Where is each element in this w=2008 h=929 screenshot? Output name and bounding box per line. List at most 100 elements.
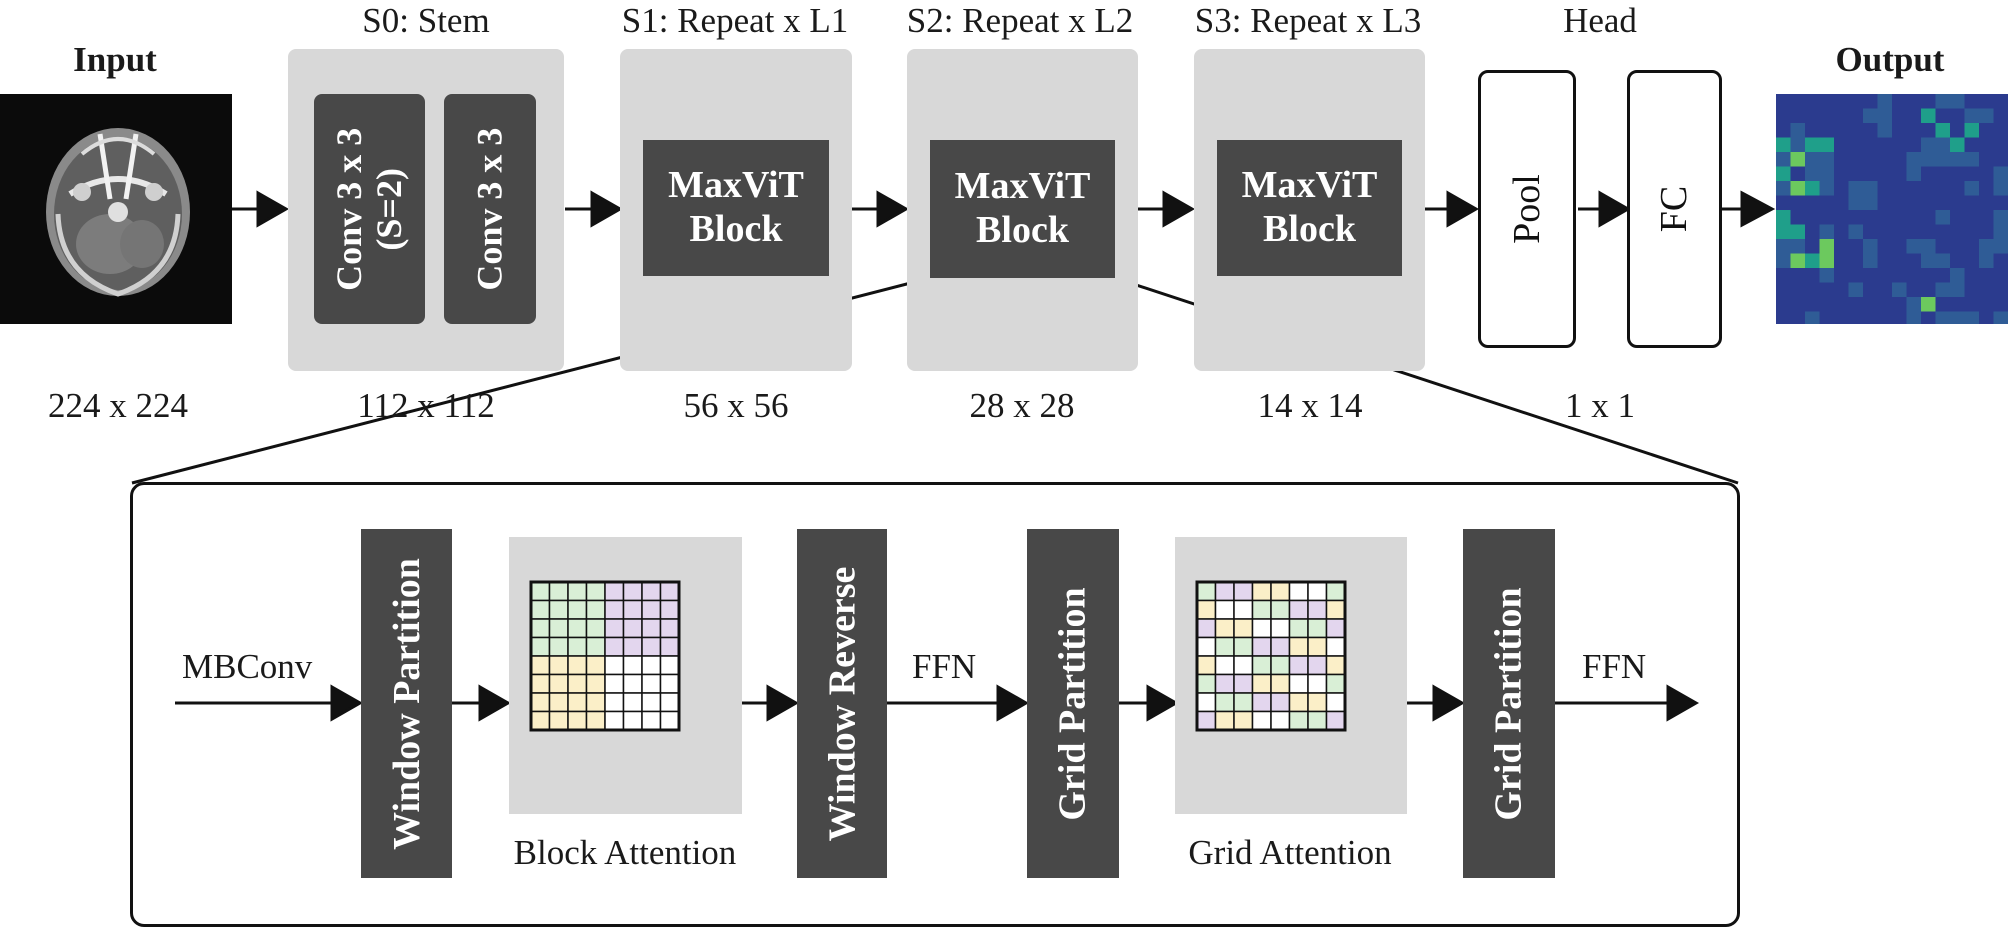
grid-attention-cell [1233,636,1254,657]
heatmap-cell [1790,282,1806,298]
heatmap-cell [1776,210,1791,225]
heatmap-cell [1935,224,1951,240]
heatmap-cell [1964,137,1980,153]
block-attention-cell [659,673,680,694]
grid-attention-cell [1270,710,1291,731]
heatmap-cell [1993,210,2008,225]
s1-block-line2: Block [689,208,783,250]
heatmap-cell [1993,297,2008,312]
heatmap-cell [1950,311,1965,324]
heatmap-cell [1892,224,1907,240]
s3-title: S3: Repeat x L3 [1194,1,1422,40]
heatmap-cell [1790,224,1806,240]
grid-attention-cell [1214,692,1235,713]
heatmap-cell [1993,253,2008,269]
stem-conv1-block: Conv 3 x 3 (S=2) [314,94,425,324]
heatmap-cell [1877,123,1893,138]
output-heatmap [1776,94,2008,324]
heatmap-cell [1805,224,1820,240]
heatmap-cell [1877,152,1893,167]
grid-attention-label: Grid Attention [1188,833,1392,872]
grid-attention-cell [1251,581,1272,602]
heatmap-cell [1776,297,1791,312]
heatmap-cell [1863,297,1878,312]
grid-attention-cell [1233,673,1254,694]
arrow-input-to-stem [256,190,290,228]
block-attention-cell [548,581,569,602]
grid-attention-cell [1214,618,1235,639]
grid-attention-cell [1251,692,1272,713]
block-attention-cell [659,618,680,639]
heatmap-cell [1790,253,1806,269]
heatmap-cell [1776,94,1791,109]
heatmap-cell [1950,181,1965,196]
window-reverse-block: Window Reverse [797,529,887,878]
block-attention-cell [530,655,551,676]
input-ct-scan-image [0,94,232,324]
heatmap-cell [1921,108,1936,124]
heatmap-cell [1790,166,1806,182]
heatmap-cell [1950,224,1965,240]
block-attention-cell [585,710,606,731]
heatmap-cell [1993,94,2008,109]
heatmap-cell [1863,94,1878,109]
heatmap-cell [1805,108,1820,124]
heatmap-cell [1819,210,1835,225]
block-attention-cell [548,618,569,639]
heatmap-cell [1993,195,2008,211]
grid-attention-cell [1270,618,1291,639]
heatmap-cell [1950,108,1965,124]
grid-attention-cell [1307,673,1328,694]
heatmap-cell [1805,282,1820,298]
heatmap-cell [1776,282,1791,298]
heatmap-cell [1950,282,1965,298]
stem-conv2-label: Conv 3 x 3 [469,127,510,291]
heatmap-cell [1834,94,1849,109]
heatmap-cell [1964,268,1980,283]
heatmap-cell [1819,166,1835,182]
heatmap-cell [1848,282,1864,298]
grid-attention-cell [1307,692,1328,713]
heatmap-cell [1892,297,1907,312]
heatmap-cell [1776,268,1791,283]
grid-attention-cell [1270,599,1291,620]
heatmap-cell [1921,210,1936,225]
heatmap-cell [1790,268,1806,283]
stem-conv2-block: Conv 3 x 3 [444,94,536,324]
heatmap-cell [1921,166,1936,182]
ffn-label-1: FFN [912,647,977,686]
heatmap-cell [1921,195,1936,211]
arrow-block-attention-to-window-reverse [766,684,800,722]
block-attention-cell [530,618,551,639]
block-attention-cell [585,673,606,694]
block-attention-grid [529,580,681,732]
heatmap-cell [1805,181,1820,196]
heatmap-cell [1950,123,1965,138]
grid-attention-cell [1270,581,1291,602]
heatmap-cell [1877,282,1893,298]
heatmap-cell [1877,166,1893,182]
grid-attention-cell [1325,710,1346,731]
heatmap-cell [1950,152,1965,167]
grid-attention-cell [1251,673,1272,694]
block-attention-cell [585,655,606,676]
heatmap-cell [1979,123,1994,138]
detail-arrows [175,684,1700,722]
heatmap-cell [1776,137,1791,153]
block-attention-cell [567,692,588,713]
block-attention-cell [622,636,643,657]
grid-attention-cell [1196,673,1217,694]
heatmap-cell [1935,239,1951,254]
heatmap-cell [1921,297,1936,312]
block-attention-cell [585,599,606,620]
heatmap-cell [1834,123,1849,138]
block-attention-cell [622,581,643,602]
heatmap-cell [1877,224,1893,240]
heatmap-cell [1993,108,2008,124]
heatmap-cell [1776,253,1791,269]
heatmap-cell [1776,108,1791,124]
heatmap-cell [1805,166,1820,182]
